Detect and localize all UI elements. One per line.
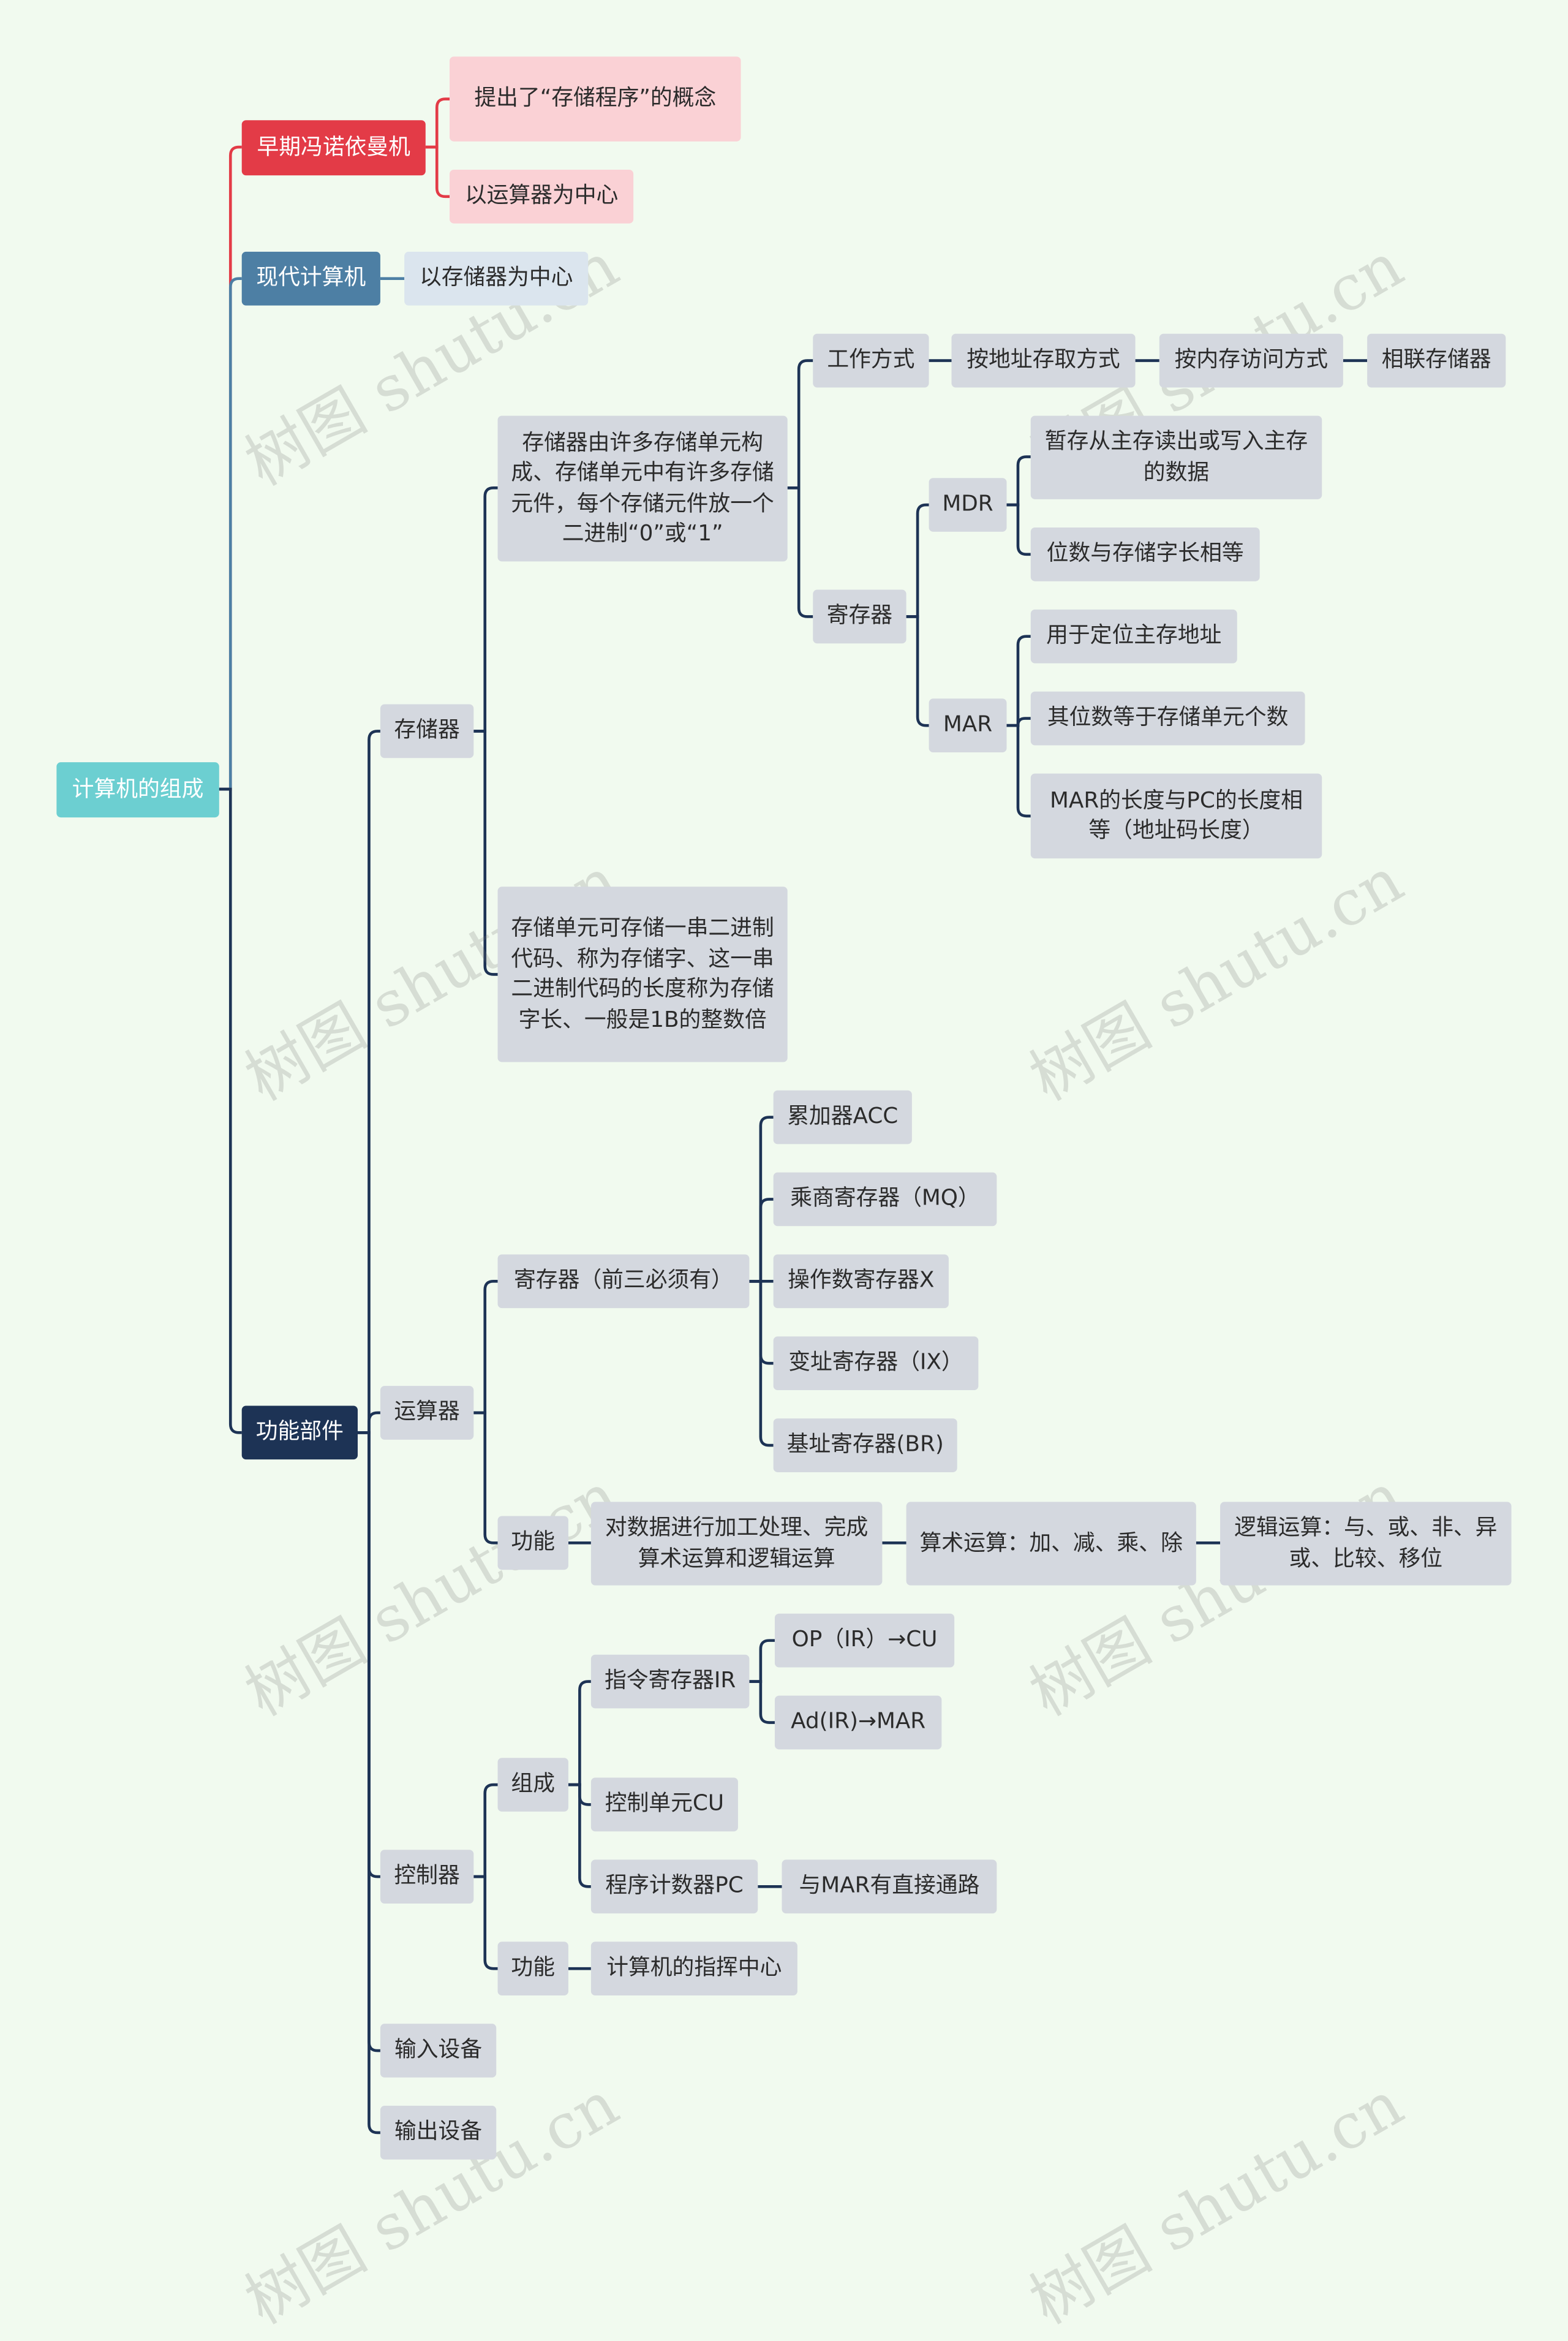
mdr-item-node[interactable]: 位数与存储字长相等 [1030,527,1260,581]
connector-line [357,1431,380,2135]
alu-function-desc-node[interactable]: 对数据进行加工处理、完成算术运算和逻辑运算 [590,1502,883,1586]
alu-register-item[interactable]: 乘商寄存器（MQ） [773,1172,997,1227]
connector-line [357,1411,380,1434]
mdr-item-node[interactable]: 暂存从主存读出或写入主存的数据 [1030,415,1322,499]
mind-map-canvas: 树图 shutu.cn 树图 shutu.cn 树图 shutu.cn 树图 s… [56,56,1512,2339]
alu-register-item[interactable]: 基址寄存器(BR) [773,1418,957,1472]
connector-line [906,615,929,727]
stored-program-node[interactable]: 提出了“存储程序”的概念 [450,56,741,142]
controller-node[interactable]: 控制器 [380,1850,474,1904]
connector-line [357,730,380,1434]
alu-function-node[interactable]: 功能 [497,1516,568,1570]
connector-line [219,787,242,1434]
mar-item-node[interactable]: 其位数等于存储单元个数 [1030,691,1305,746]
connector-line [425,97,450,149]
connector-line [749,1639,775,1683]
memory-word-desc-node[interactable]: 存储单元可存储一串二进制代码、称为存储字、这一串二进制代码的长度称为存储字长、一… [497,887,788,1062]
ir-item-node[interactable]: Ad(IR)→MAR [774,1695,942,1750]
alu-centered-node[interactable]: 以运算器为中心 [450,169,634,224]
ir-item-node[interactable]: OP（IR）→CU [774,1613,955,1668]
connector-line [1006,503,1031,556]
output-device-node[interactable]: 输出设备 [380,2106,497,2160]
connector-line [749,1198,774,1283]
connector-line [219,277,242,791]
control-unit-node[interactable]: 控制单元CU [590,1777,738,1832]
connector-line [219,145,242,791]
instruction-register-node[interactable]: 指令寄存器IR [590,1654,750,1709]
memory-centered-node[interactable]: 以存储器为中心 [404,251,589,306]
alu-node[interactable]: 运算器 [380,1386,474,1440]
connector-line [1006,455,1031,507]
program-counter-node[interactable]: 程序计数器PC [590,1859,758,1914]
connector-line [568,1783,591,1888]
mar-item-node[interactable]: 用于定位主存地址 [1030,609,1237,664]
memory-registers-node[interactable]: 寄存器 [813,589,907,644]
alu-register-item[interactable]: 累加器ACC [773,1090,912,1144]
connector-line [473,1280,498,1415]
mar-item-node[interactable]: MAR的长度与PC的长度相等（地址码长度） [1030,773,1322,859]
arithmetic-ops-node[interactable]: 算术运算：加、减、乘、除 [906,1502,1196,1586]
memory-node[interactable]: 存储器 [380,704,474,758]
content-access-node[interactable]: 按内存访问方式 [1159,333,1343,388]
root-node[interactable]: 计算机的组成 [56,762,219,818]
connector-line [473,1875,498,1970]
connector-line [473,1783,498,1878]
connector-line [1006,635,1031,727]
connector-line [906,503,929,618]
connector-line [425,145,450,199]
memory-desc-node[interactable]: 存储器由许多存储单元构成、存储单元中有许多存储元件，每个存储元件放一个二进制“0… [497,415,788,562]
input-device-node[interactable]: 输入设备 [380,2024,497,2078]
alu-registers-node[interactable]: 寄存器（前三必须有） [497,1254,750,1309]
connector-line [1006,724,1031,818]
associative-memory-node[interactable]: 相联存储器 [1367,333,1506,388]
pc-mar-path-node[interactable]: 与MAR有直接通路 [782,1859,997,1914]
early-von-neumann-node[interactable]: 早期冯诺依曼机 [241,120,426,176]
work-mode-node[interactable]: 工作方式 [813,333,929,388]
controller-function-node[interactable]: 功能 [497,1942,568,1996]
modern-computer-node[interactable]: 现代计算机 [241,251,380,306]
alu-register-item[interactable]: 操作数寄存器X [773,1254,949,1309]
alu-register-item[interactable]: 变址寄存器（IX） [773,1336,979,1391]
logic-ops-node[interactable]: 逻辑运算：与、或、非、异或、比较、移位 [1220,1502,1512,1586]
command-center-node[interactable]: 计算机的指挥中心 [590,1942,797,1996]
connector-line [787,486,813,618]
address-access-node[interactable]: 按地址存取方式 [951,333,1136,388]
connector-line [749,1116,774,1283]
mar-node[interactable]: MAR [929,698,1007,753]
connector-line [787,359,813,490]
functional-parts-node[interactable]: 功能部件 [241,1405,358,1460]
connector-line [473,730,498,976]
mdr-node[interactable]: MDR [929,478,1007,532]
connector-line [473,486,498,733]
connector-line [568,1680,591,1787]
connector-lines [219,97,1368,2135]
connector-line [749,1680,775,1724]
connector-line [749,1280,774,1447]
connector-line [473,1411,498,1545]
controller-composition-node[interactable]: 组成 [497,1758,568,1812]
